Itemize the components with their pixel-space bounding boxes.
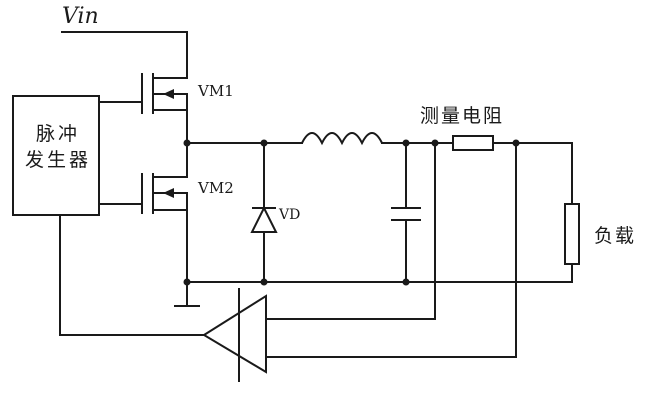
vm1-label: VM1 xyxy=(198,82,234,100)
output-capacitor xyxy=(391,142,421,283)
diode-vd xyxy=(250,142,278,283)
pulse-generator-block xyxy=(12,95,100,216)
gate-wire-m2 xyxy=(98,189,143,205)
junction-dots xyxy=(183,139,520,286)
load-label: 负载 xyxy=(594,225,637,247)
sense-line-high xyxy=(265,142,436,320)
vin-label: Vin xyxy=(62,4,99,29)
measure-resistor-label: 测量电阻 xyxy=(420,105,505,127)
mosfet-m1 xyxy=(141,73,187,114)
gate-wire-m1 xyxy=(98,87,143,103)
load-resistor xyxy=(564,203,580,265)
vin-wire xyxy=(61,31,188,79)
pulse-generator-label-line1: 脉冲 xyxy=(35,123,80,145)
inductor xyxy=(301,132,383,146)
pulse-generator-label-line2: 发生器 xyxy=(24,148,91,171)
feedback-wire xyxy=(59,214,205,336)
sense-line-low xyxy=(265,142,517,358)
mosfet-m2 xyxy=(141,173,187,214)
load-feed-wire xyxy=(492,142,573,205)
pulse-generator-label: 脉冲 发生器 xyxy=(18,122,98,173)
vm2-label: VM2 xyxy=(198,179,234,197)
measure-resistor xyxy=(452,135,494,151)
error-amplifier xyxy=(202,288,267,382)
vd-label: VD xyxy=(279,207,301,223)
